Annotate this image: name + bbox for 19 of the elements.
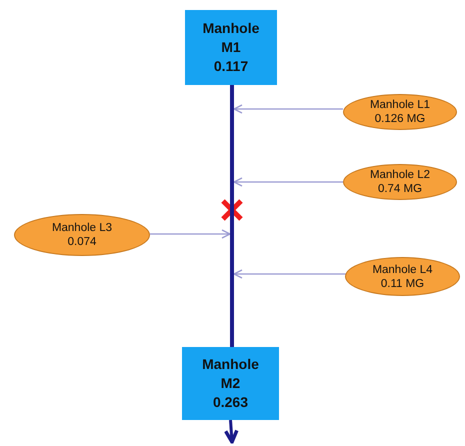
inflow-arrow <box>233 177 343 187</box>
inflow-arrow <box>150 229 231 239</box>
flow-value: 0.074 <box>68 235 96 249</box>
manhole-box <box>182 347 279 420</box>
manhole-name: Manhole L4 <box>372 262 433 276</box>
manhole-name: Manhole L1 <box>370 98 430 112</box>
flow-value: 0.117 <box>214 57 248 76</box>
flow-value: 0.126 MG <box>374 112 426 126</box>
pipe-line <box>224 420 239 444</box>
manhole-name: Manhole L2 <box>370 168 430 182</box>
flow-value: 0.263 <box>212 393 248 412</box>
flow-value: 0.11 MG <box>380 276 424 290</box>
inflow-arrow <box>233 104 343 114</box>
manhole-name: Manhole M2 <box>201 355 260 393</box>
manhole-name: Manhole L3 <box>52 221 112 235</box>
inflow-arrow <box>233 269 347 279</box>
manhole-box <box>185 10 277 85</box>
flow-value: 0.74 MG <box>378 182 422 196</box>
manhole-name: Manhole M1 <box>202 19 260 57</box>
